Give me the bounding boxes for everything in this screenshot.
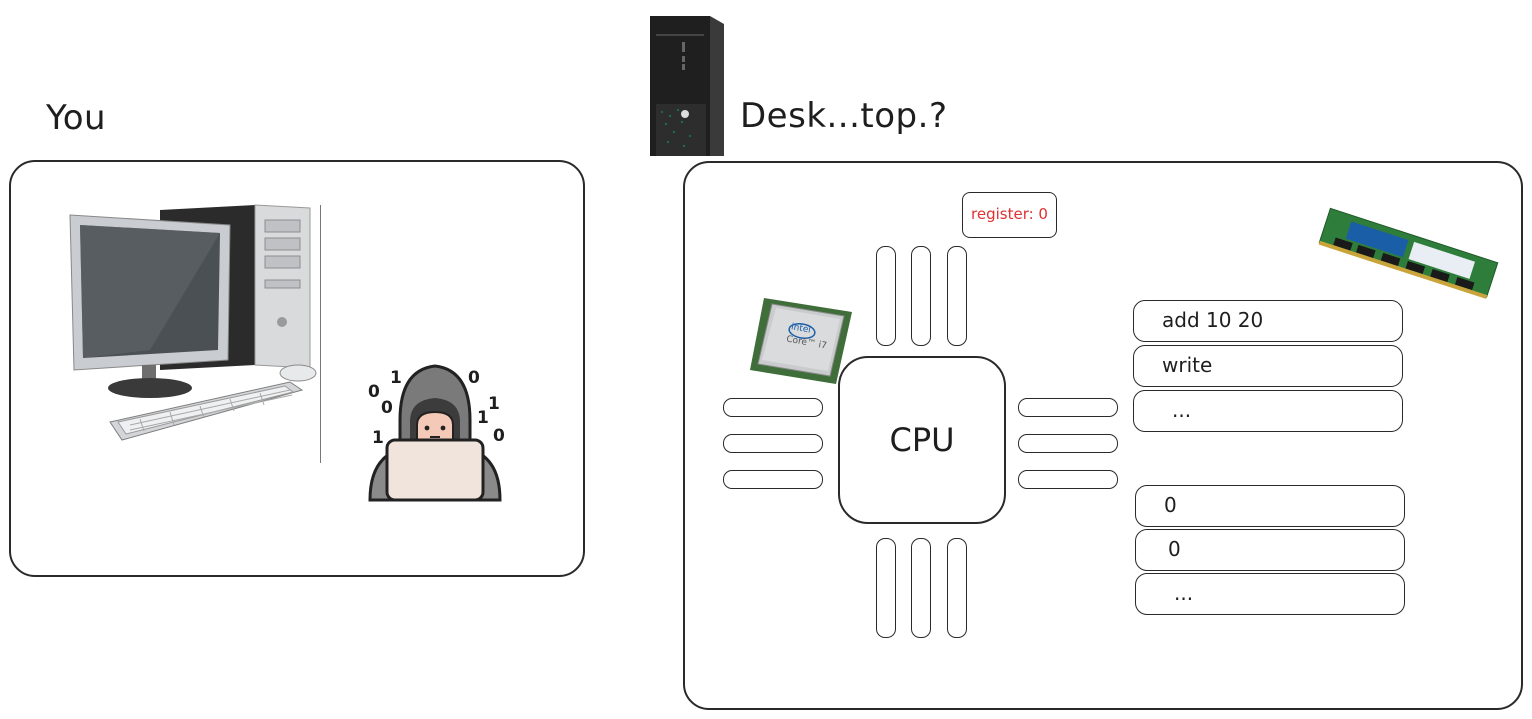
hacker-bit: 0 bbox=[468, 368, 480, 388]
cpu-pin-left bbox=[723, 398, 823, 417]
cpu-pin-bottom bbox=[947, 538, 967, 638]
hacker-bit: 0 bbox=[381, 398, 393, 418]
cpu-pin-top bbox=[947, 246, 967, 346]
user-panel bbox=[9, 160, 585, 577]
ram-stick-icon bbox=[1318, 207, 1499, 299]
hacker-icon bbox=[368, 364, 502, 502]
data-slot: 0 bbox=[1135, 529, 1405, 571]
cpu-pin-bottom bbox=[876, 538, 896, 638]
cpu-pin-top bbox=[911, 246, 931, 346]
cpu-pin-right bbox=[1018, 398, 1118, 417]
data-slot: 0 bbox=[1135, 485, 1405, 527]
hacker-bit: 1 bbox=[477, 408, 489, 428]
cpu-pin-bottom bbox=[911, 538, 931, 638]
cpu-label: CPU bbox=[889, 421, 955, 459]
cpu-pin-left bbox=[723, 470, 823, 489]
hacker-bit: 0 bbox=[368, 382, 380, 402]
instruction-slot: add 10 20 bbox=[1133, 300, 1403, 342]
right-title: Desk...top.? bbox=[740, 96, 948, 136]
cpu-pin-right bbox=[1018, 434, 1118, 453]
hacker-bit: 1 bbox=[372, 428, 384, 448]
register-box: register: 0 bbox=[962, 192, 1057, 238]
divider bbox=[320, 205, 321, 463]
desktop-panel bbox=[683, 161, 1523, 710]
data-slot: ... bbox=[1135, 573, 1405, 615]
tower-pc-icon bbox=[650, 16, 724, 156]
cpu-pin-right bbox=[1018, 470, 1118, 489]
hacker-bit: 1 bbox=[488, 394, 500, 414]
instruction-slot: ... bbox=[1133, 390, 1403, 432]
intel-chip-icon bbox=[750, 298, 852, 384]
cpu-pin-left bbox=[723, 434, 823, 453]
hacker-bit: 1 bbox=[390, 368, 402, 388]
hacker-bit: 0 bbox=[493, 426, 505, 446]
left-title: You bbox=[46, 98, 107, 138]
instruction-slot: write bbox=[1133, 345, 1403, 387]
cpu-pin-top bbox=[876, 246, 896, 346]
cpu-block: CPU bbox=[838, 356, 1006, 524]
desktop-computer-icon bbox=[69, 204, 317, 441]
